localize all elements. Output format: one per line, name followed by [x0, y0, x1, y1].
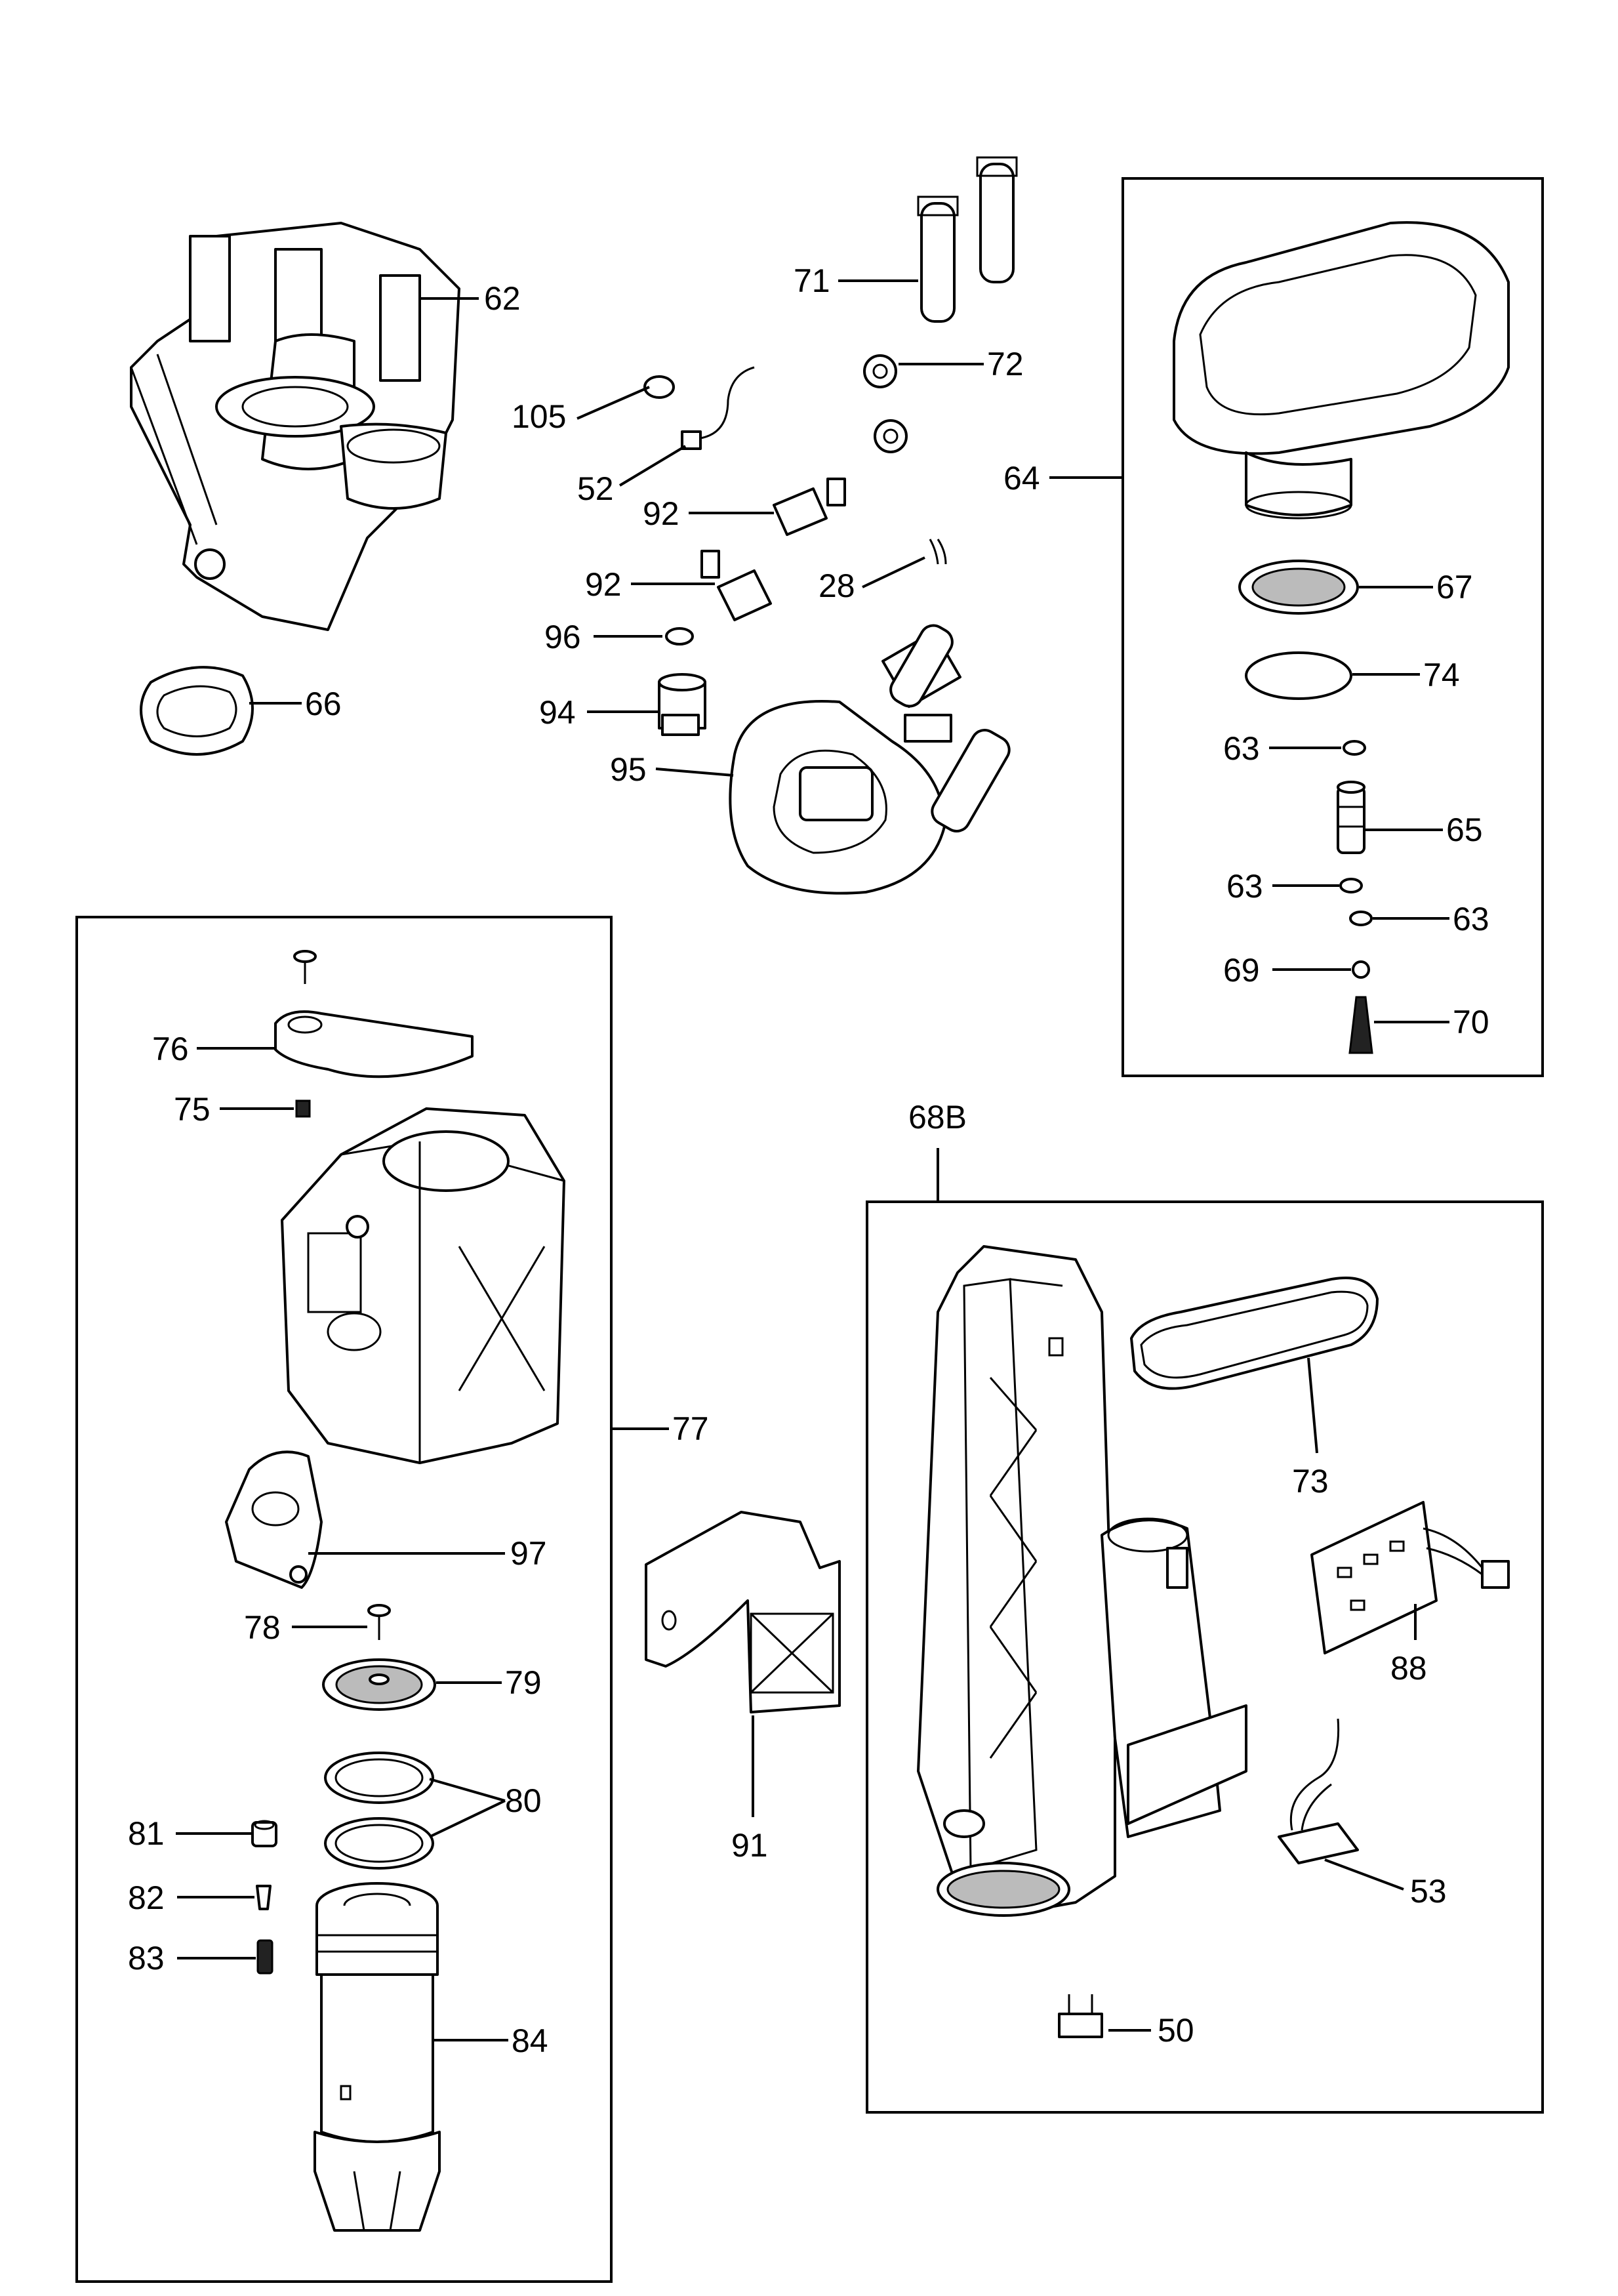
callout-74: 74 [1423, 657, 1460, 693]
part-82-small-valve [256, 1885, 272, 1910]
callout-105: 105 [512, 398, 566, 435]
part-66-oval-gasket [140, 666, 254, 756]
callout-75: 75 [174, 1091, 211, 1128]
callout-96: 96 [544, 619, 581, 655]
part-73-belt [1130, 1277, 1379, 1390]
part-62-brew-head [130, 222, 460, 631]
part-91-bracket [645, 1511, 841, 1713]
part-65-valve [1337, 781, 1365, 854]
callout-92-upper: 92 [643, 495, 679, 532]
leader-28 [862, 556, 925, 588]
callout-67: 67 [1436, 569, 1473, 605]
part-77-brew-unit-body [281, 1107, 565, 1464]
part-83-spring [256, 1939, 273, 1975]
callout-81: 81 [128, 1815, 165, 1852]
callout-53: 53 [1410, 1873, 1447, 1910]
part-69-ball [1352, 960, 1370, 979]
part-64-upper-housing [1173, 221, 1510, 520]
part-95-heater-assembly [729, 624, 1011, 895]
group-77-frame [75, 916, 613, 2283]
part-52-sensor [681, 366, 755, 450]
leader-73 [1307, 1357, 1318, 1454]
part-96-o-ring [665, 627, 694, 646]
part-97-side-plate [225, 1450, 323, 1589]
group-68b-frame [866, 1200, 1544, 2114]
callout-79: 79 [505, 1664, 542, 1701]
part-67-filter-disc [1238, 560, 1359, 615]
callout-84: 84 [512, 2022, 548, 2059]
group-64-frame [1122, 177, 1544, 1077]
part-78-screw [367, 1604, 391, 1640]
callout-52: 52 [577, 470, 614, 507]
part-28-clip [929, 539, 947, 565]
part-63-o-ring-a [1343, 740, 1366, 756]
part-63-o-ring-b [1339, 878, 1363, 893]
part-74-gasket-ring [1245, 651, 1352, 700]
part-84-piston-cylinder [313, 1882, 441, 2232]
callout-91: 91 [731, 1827, 768, 1864]
part-53-sensor-pad [1278, 1718, 1359, 1864]
part-70-cone [1348, 996, 1373, 1054]
callout-62: 62 [484, 280, 521, 317]
part-92-thermostat-upper [773, 478, 846, 536]
callout-82: 82 [128, 1879, 165, 1916]
part-92-thermostat-lower [700, 550, 772, 621]
callout-63-c: 63 [1453, 901, 1489, 937]
part-105-o-ring [643, 375, 675, 399]
part-81-nut [251, 1820, 277, 1847]
callout-70: 70 [1453, 1004, 1489, 1040]
callout-69: 69 [1223, 952, 1260, 989]
callout-92-lower: 92 [585, 566, 622, 603]
callout-63-b: 63 [1226, 868, 1263, 905]
callout-78: 78 [244, 1609, 281, 1646]
part-80-gasket-rings [324, 1752, 434, 1870]
part-79-filter-disc [322, 1658, 436, 1711]
callout-28: 28 [819, 567, 855, 604]
callout-95: 95 [610, 751, 647, 788]
part-76-lever [274, 1010, 474, 1078]
part-75-spring [295, 1099, 311, 1118]
callout-76: 76 [152, 1031, 189, 1067]
callout-65: 65 [1446, 811, 1483, 848]
callout-72: 72 [987, 346, 1024, 382]
callout-83: 83 [128, 1940, 165, 1977]
part-72-gears [863, 354, 908, 453]
callout-64: 64 [1003, 460, 1040, 497]
callout-68b: 68B [908, 1099, 967, 1136]
leader-80-b [429, 1799, 506, 1838]
leader-105 [576, 386, 650, 420]
callout-94: 94 [539, 694, 576, 731]
part-50-clip [1058, 1994, 1103, 2038]
callout-80: 80 [505, 1782, 542, 1819]
callout-71: 71 [794, 262, 830, 299]
callout-97: 97 [510, 1535, 547, 1572]
leader-53 [1324, 1858, 1404, 1891]
part-88-circuit-board [1310, 1501, 1510, 1654]
leader-95 [655, 768, 734, 777]
part-68b-drive-housing [917, 1245, 1247, 1917]
callout-73: 73 [1292, 1463, 1329, 1500]
leader-52 [618, 445, 687, 487]
callout-66: 66 [305, 686, 342, 722]
callout-77: 77 [672, 1410, 709, 1447]
leader-80-a [429, 1778, 506, 1802]
callout-63-a: 63 [1223, 730, 1260, 767]
callout-88: 88 [1390, 1650, 1427, 1687]
part-63-o-ring-c [1349, 911, 1373, 926]
part-94-solenoid-valve [658, 673, 706, 736]
callout-50: 50 [1158, 2012, 1194, 2049]
part-71-tubes [917, 156, 1018, 323]
part-screw-top [293, 950, 317, 984]
